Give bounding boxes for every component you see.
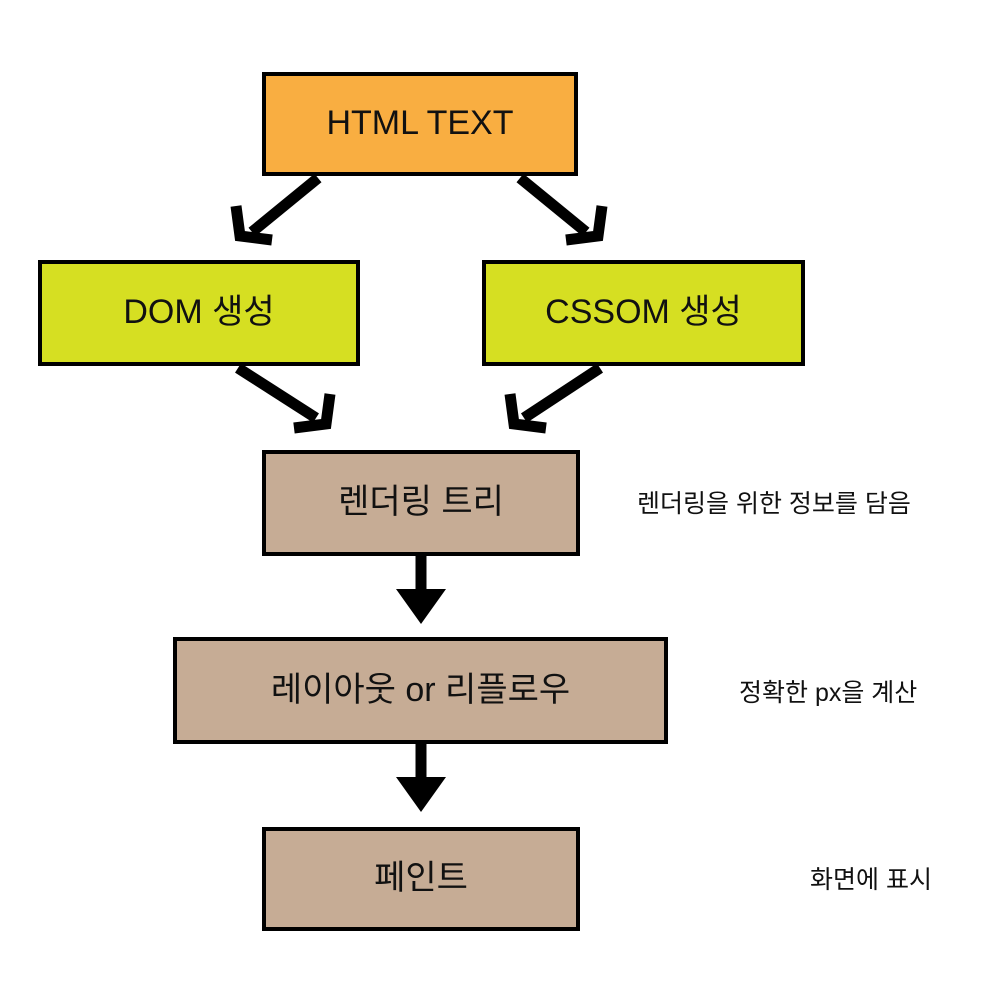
note-render-tree: 렌더링을 위한 정보를 담음 [637, 490, 911, 518]
arrow-render-tree-to-layout [396, 556, 446, 624]
arrow-html-to-cssom [516, 173, 608, 246]
node-layout[interactable]: 레이아웃 or 리플로우 [173, 637, 668, 744]
note-layout: 정확한 px을 계산 [739, 679, 918, 707]
node-html-text[interactable]: HTML TEXT [262, 72, 578, 176]
node-html-text-label: HTML TEXT [326, 104, 514, 143]
node-paint[interactable]: 페인트 [262, 827, 580, 931]
node-render-tree-label: 렌더링 트리 [338, 483, 504, 522]
node-render-tree[interactable]: 렌더링 트리 [262, 450, 580, 556]
node-dom-label: DOM 생성 [123, 293, 275, 332]
arrow-dom-to-render-tree [235, 363, 336, 434]
node-layout-label: 레이아웃 or 리플로우 [270, 670, 571, 709]
node-paint-label: 페인트 [374, 859, 468, 898]
node-cssom-label: CSSOM 생성 [545, 293, 742, 332]
note-paint: 화면에 표시 [810, 866, 932, 894]
arrow-html-to-dom [230, 173, 322, 246]
arrow-layout-to-paint [396, 744, 446, 812]
node-dom[interactable]: DOM 생성 [38, 260, 360, 366]
node-cssom[interactable]: CSSOM 생성 [482, 260, 805, 366]
arrow-cssom-to-render-tree [504, 363, 604, 434]
